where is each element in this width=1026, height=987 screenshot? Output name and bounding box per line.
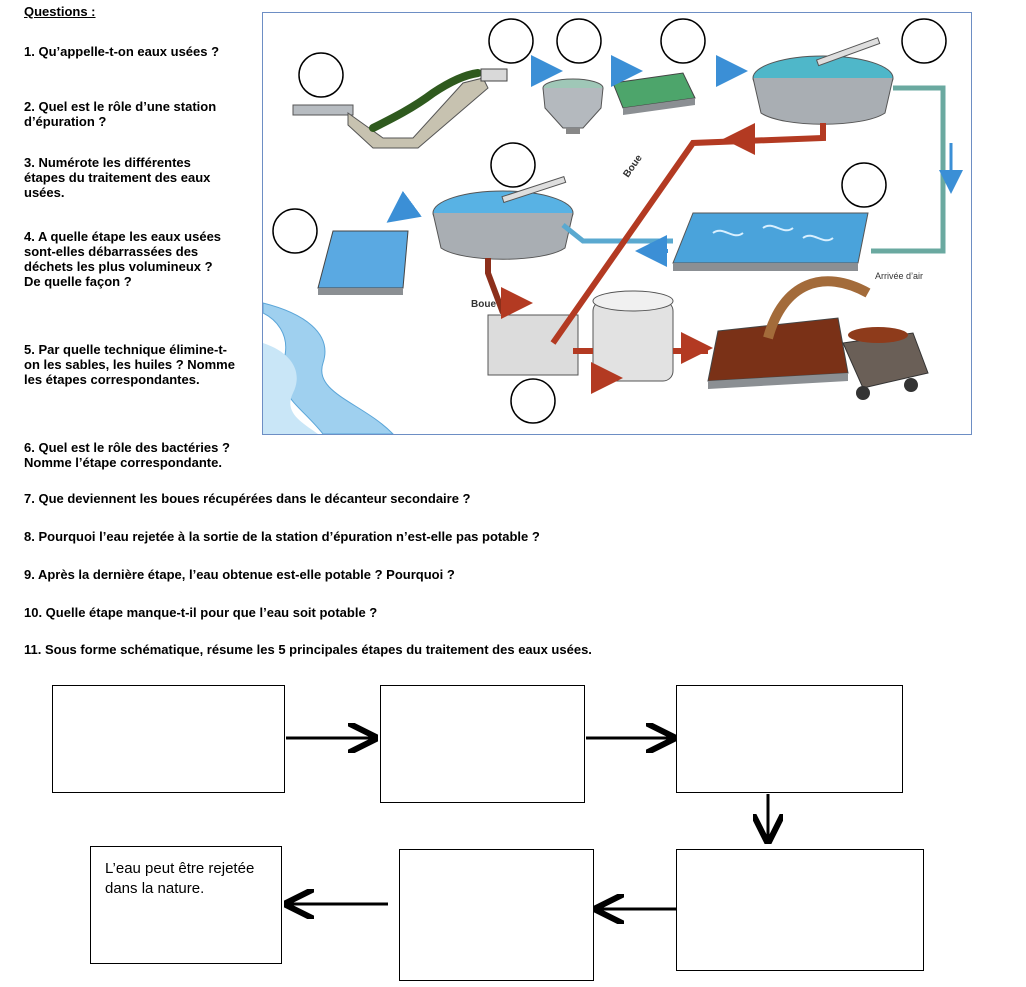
schema-box-3[interactable]: [676, 685, 903, 793]
question-8: 8. Pourquoi l’eau rejetée à la sortie de…: [24, 529, 540, 544]
question-11: 11. Sous forme schématique, résume les 5…: [24, 642, 592, 657]
screening-channel: [347, 77, 489, 149]
label-boue-2: Boue: [471, 299, 496, 310]
screen-grid: [480, 68, 508, 82]
question-10: 10. Quelle étape manque-t-il pour que l’…: [24, 605, 378, 620]
schema-box-5[interactable]: [399, 849, 594, 981]
question-5: 5. Par quelle technique élimine-t-on les…: [24, 342, 235, 387]
step-circle: [510, 378, 556, 424]
question-7: 7. Que deviennent les boues récupérées d…: [24, 491, 471, 506]
step-circle: [298, 52, 344, 98]
question-3: 3. Numérote les différentes étapes du tr…: [24, 155, 211, 200]
question-2: 2. Quel est le rôle d’une station d’épur…: [24, 99, 217, 129]
treatment-plant-diagram: Boue Boue Arrivée d’air: [262, 12, 972, 435]
treatment-plant-illustration: Boue Boue Arrivée d’air: [263, 18, 963, 434]
schema-box-6: L’eau peut être rejetée dans la nature.: [90, 846, 282, 964]
sludge-pipe-2: [485, 258, 506, 315]
step-circle: [660, 18, 706, 64]
label-air: Arrivée d’air: [875, 271, 923, 281]
question-9: 9. Après la dernière étape, l’eau obtenu…: [24, 567, 455, 582]
return-pipe-green: [871, 85, 946, 254]
schema-box-4[interactable]: [676, 849, 924, 971]
step-circle: [841, 162, 887, 208]
final-box-text: L’eau peut être rejetée dans la nature.: [105, 860, 255, 897]
step-circle: [272, 208, 318, 254]
question-1: 1. Qu’appelle-t-on eaux usées ?: [24, 44, 220, 59]
river: [263, 302, 394, 434]
question-6: 6. Quel est le rôle des bactéries ? Nomm…: [24, 440, 230, 470]
step-circle: [488, 18, 534, 64]
step-circle: [490, 142, 536, 188]
questions-heading: Questions :: [24, 4, 96, 19]
inlet-pipe: [292, 104, 354, 116]
question-4: 4. A quelle étape les eaux usées sont-el…: [24, 229, 222, 289]
sludge-pipe: [550, 123, 826, 345]
schema-box-2[interactable]: [380, 685, 585, 803]
step-circle: [901, 18, 947, 64]
schema-box-1[interactable]: [52, 685, 285, 793]
step-circle: [556, 18, 602, 64]
